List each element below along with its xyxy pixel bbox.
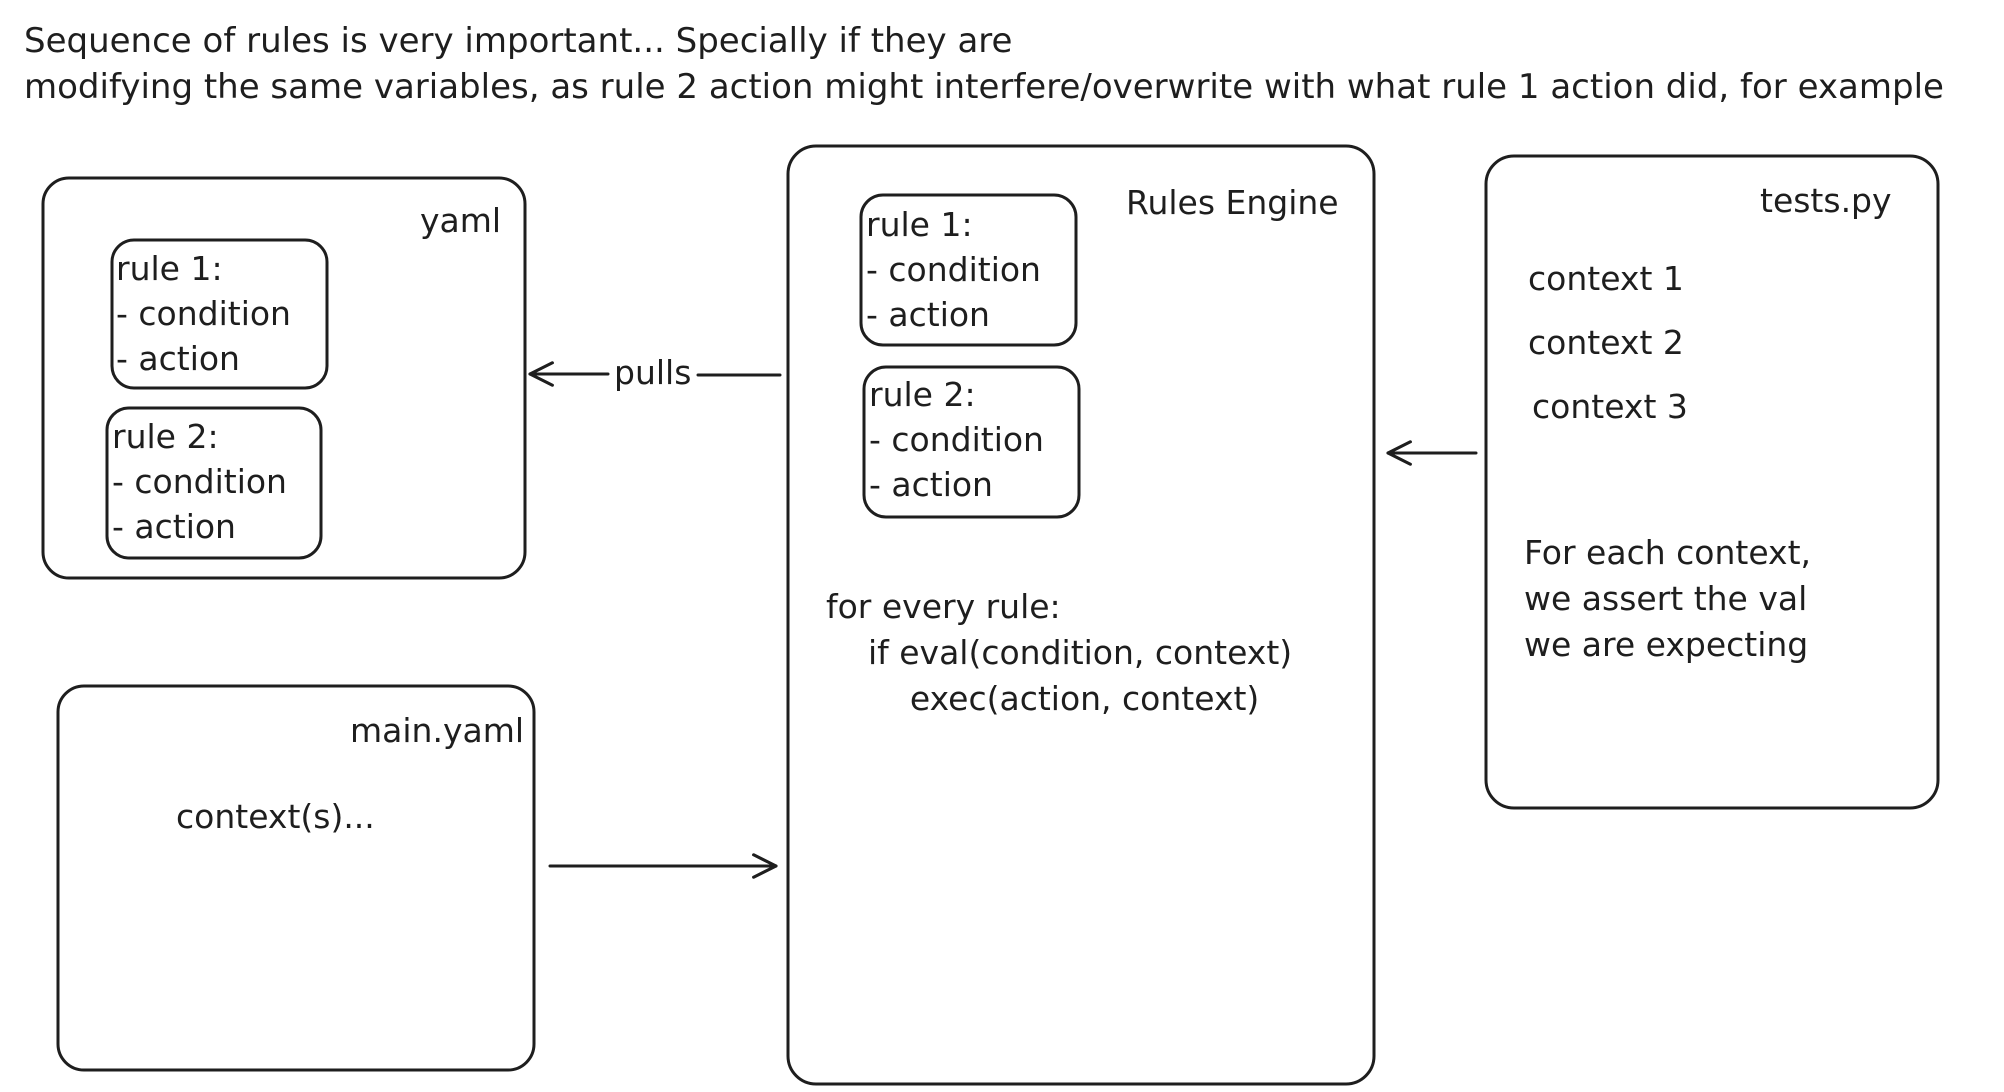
engine-rule-1-condition: - condition <box>866 250 1041 289</box>
yaml-rule-2-action: - action <box>112 507 236 546</box>
yaml-box-title: yaml <box>420 201 502 240</box>
main-yaml-title: main.yaml <box>350 711 525 750</box>
engine-code-line-1: for every rule: <box>826 587 1061 626</box>
tests-py-box <box>1484 154 1940 810</box>
yaml-rule-1-action: - action <box>116 339 240 378</box>
yaml-rule-2-name: rule 2: <box>112 417 219 456</box>
rules-engine-title: Rules Engine <box>1126 183 1339 222</box>
tests-context-1: context 1 <box>1528 259 1684 298</box>
engine-code-line-3: exec(action, context) <box>826 679 1260 718</box>
yaml-rule-1-condition: - condition <box>116 294 291 333</box>
tests-description-line-2: we assert the val <box>1524 579 1808 618</box>
note-line-2: modifying the same variables, as rule 2 … <box>24 67 1944 107</box>
main-yaml-box <box>56 684 536 1072</box>
main-yaml-content: context(s)... <box>176 797 375 836</box>
yaml-box <box>41 176 527 580</box>
rules-engine-box <box>786 144 1376 1086</box>
yaml-rule-1-name: rule 1: <box>116 249 223 288</box>
engine-rule-1-box <box>859 193 1078 347</box>
engine-rule-1-action: - action <box>866 295 990 334</box>
engine-rule-2-box <box>862 365 1081 519</box>
yaml-rule-1-box <box>110 238 329 390</box>
tests-description-line-1: For each context, <box>1524 533 1811 572</box>
yaml-rule-2-condition: - condition <box>112 462 287 501</box>
tests-context-3: context 3 <box>1532 387 1688 426</box>
engine-rule-2-action: - action <box>869 465 993 504</box>
engine-rule-2-name: rule 2: <box>869 375 976 414</box>
tests-py-title: tests.py <box>1760 181 1892 220</box>
engine-rule-1-name: rule 1: <box>866 205 973 244</box>
engine-code-line-2: if eval(condition, context) <box>826 633 1293 672</box>
pulls-label: pulls <box>614 353 692 392</box>
yaml-rule-2-box <box>105 406 323 560</box>
note-line-1: Sequence of rules is very important... S… <box>24 21 1013 61</box>
tests-description-line-3: we are expecting <box>1524 625 1809 664</box>
engine-rule-2-condition: - condition <box>869 420 1044 459</box>
tests-context-2: context 2 <box>1528 323 1684 362</box>
